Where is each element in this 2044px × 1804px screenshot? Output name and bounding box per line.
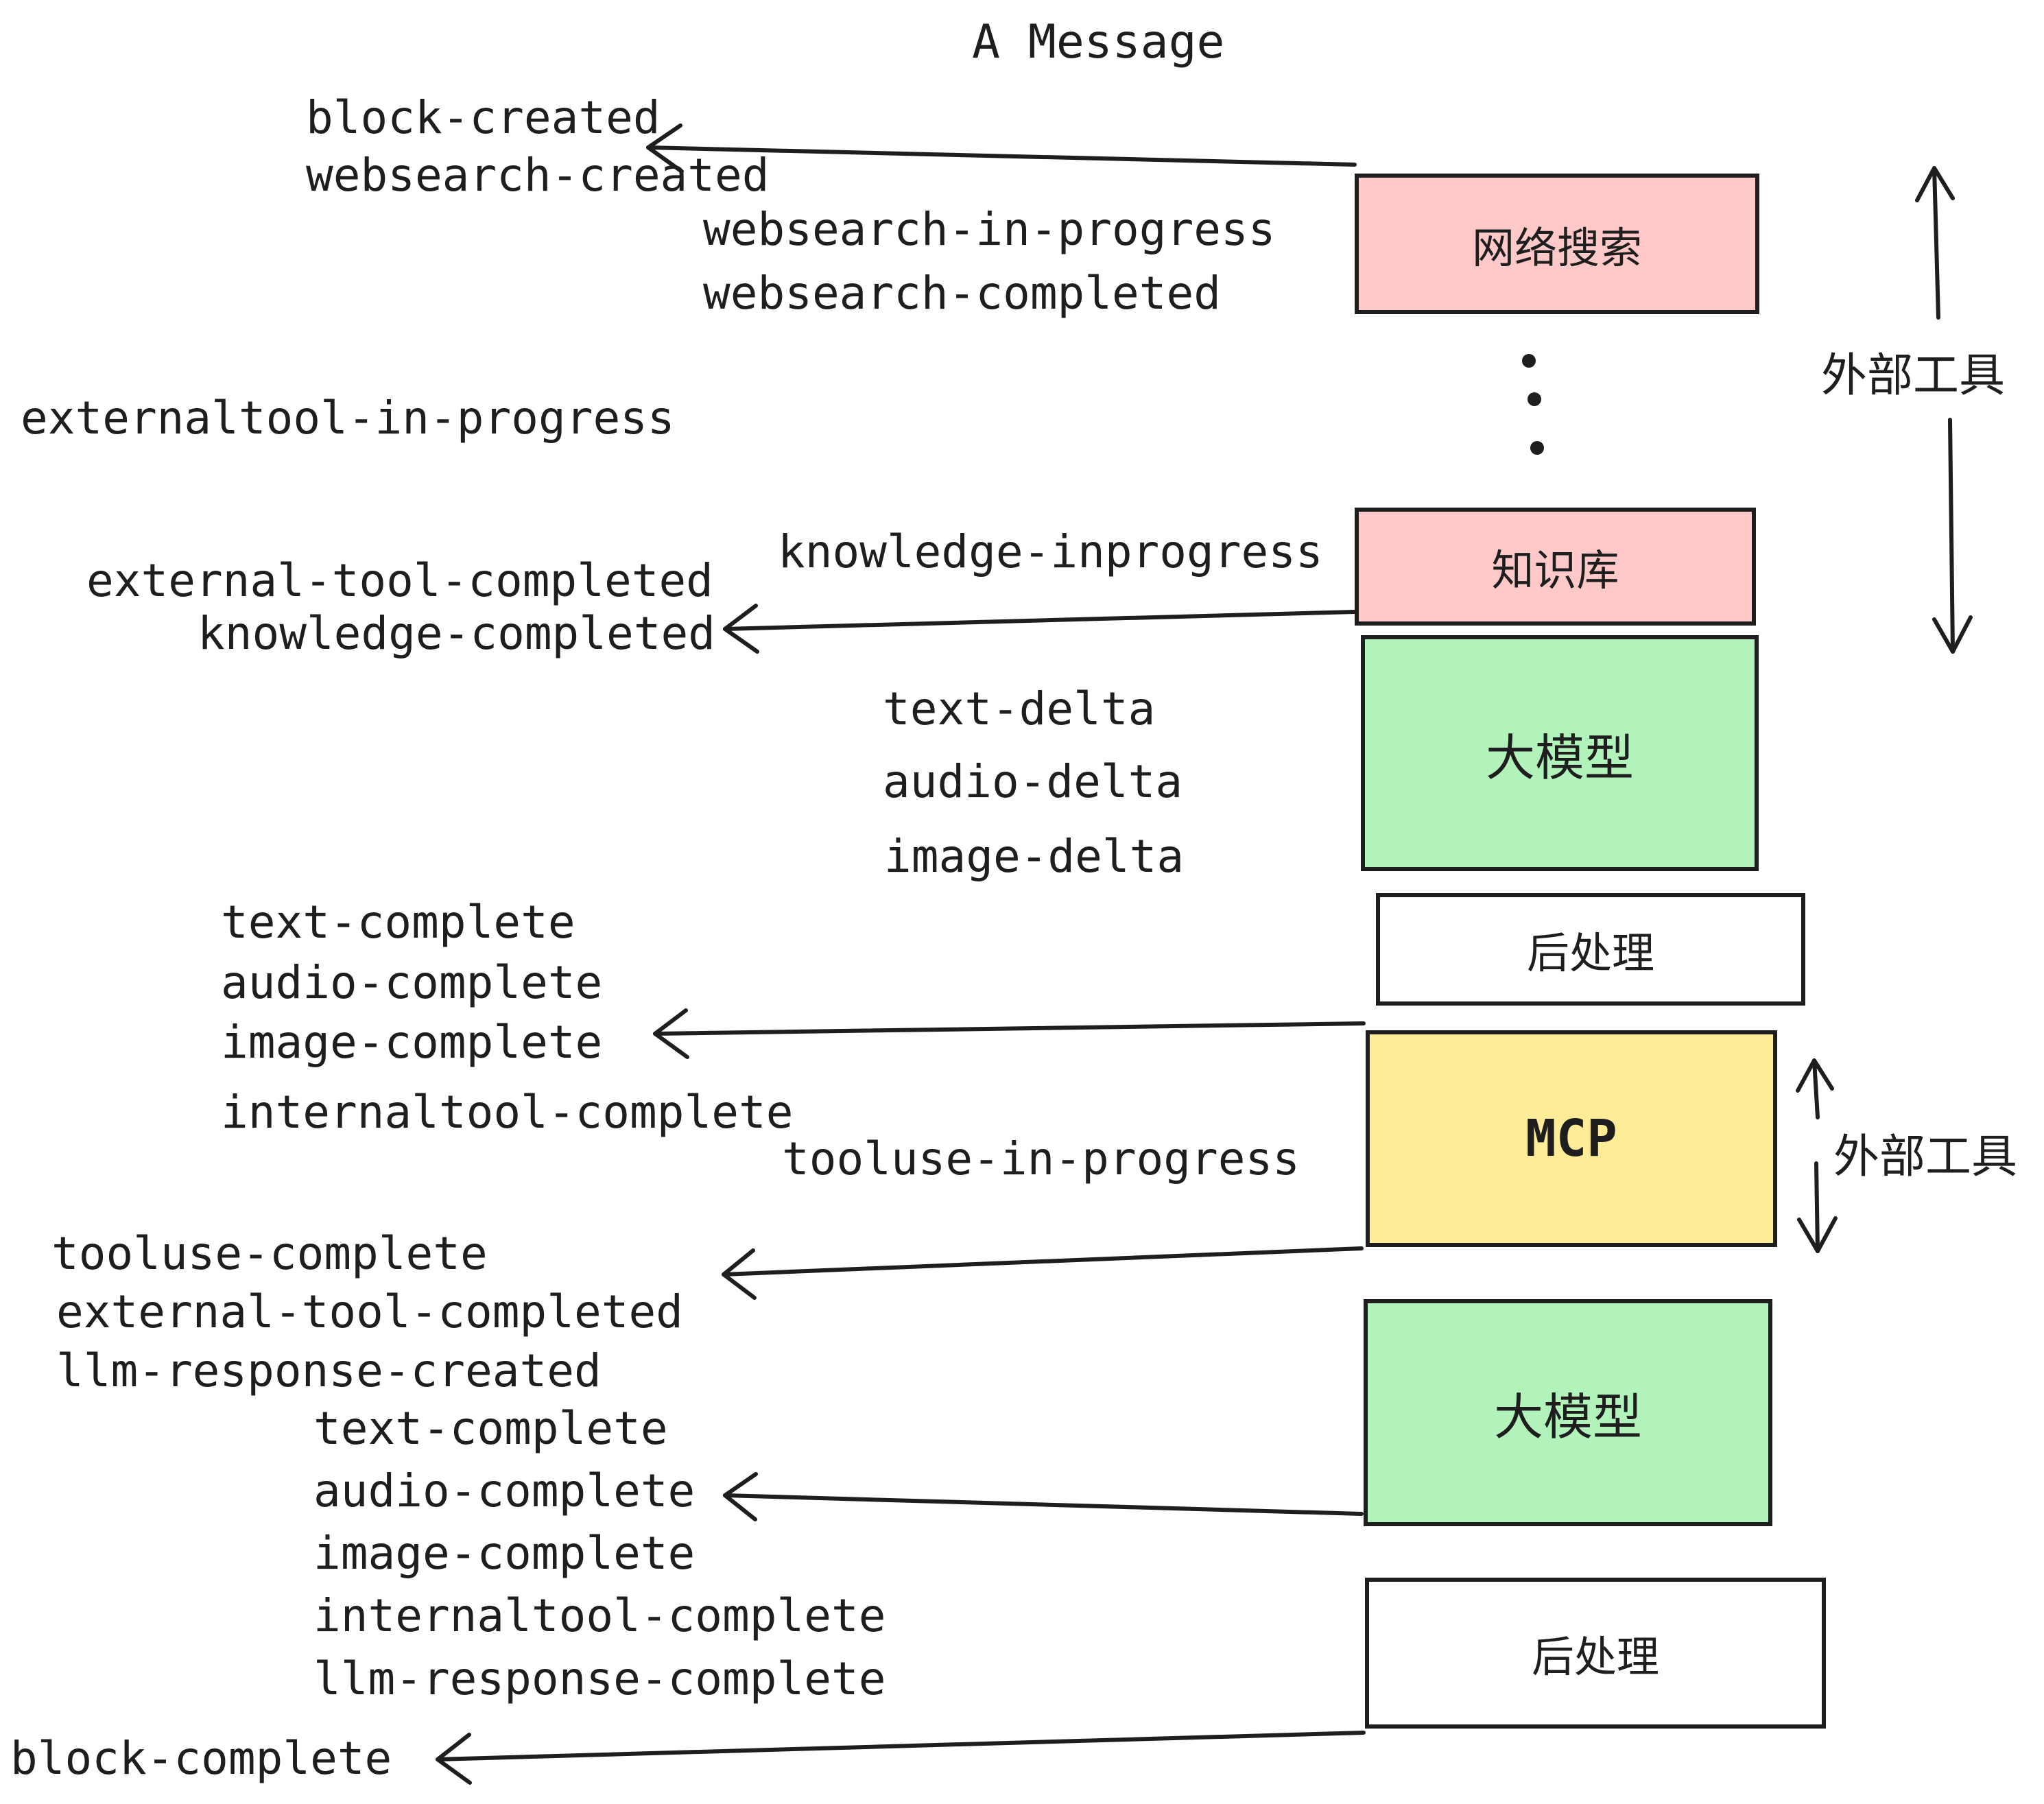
- arrow-block-complete: [436, 1731, 1366, 1785]
- arrow-knowledge-completed: [723, 604, 1357, 654]
- box-llm-1: 大模型: [1361, 635, 1759, 871]
- event-block-created: block-created: [306, 91, 661, 144]
- box-post-processing-1: 后处理: [1376, 893, 1805, 1006]
- external-tools-span-bottom: [1796, 1058, 1838, 1253]
- event-websearch-created: websearch-created: [306, 149, 770, 202]
- box-mcp: MCP: [1366, 1030, 1777, 1247]
- arrow-internal-complete-1: [653, 1008, 1366, 1059]
- event-audio-complete-2: audio-complete: [313, 1464, 696, 1517]
- event-text-complete: text-complete: [221, 896, 575, 949]
- event-llm-response-complete: llm-response-complete: [313, 1652, 886, 1705]
- event-knowledge-inprogress: knowledge-inprogress: [778, 525, 1323, 578]
- event-block-complete: block-complete: [10, 1732, 392, 1785]
- box-llm-1-label: 大模型: [1485, 731, 1634, 786]
- box-knowledge-base: 知识库: [1355, 508, 1756, 626]
- event-knowledge-completed: knowledge-completed: [198, 607, 715, 660]
- external-tools-label-bottom: 外部工具: [1833, 1131, 2017, 1183]
- event-internaltool-complete: internaltool-complete: [221, 1086, 794, 1139]
- event-image-delta: image-delta: [884, 830, 1185, 883]
- event-externaltool-in-progress: externaltool-in-progress: [21, 392, 675, 444]
- box-llm-2: 大模型: [1364, 1299, 1772, 1526]
- box-post-processing-2: 后处理: [1365, 1578, 1826, 1729]
- external-tools-span-top: [1915, 166, 1973, 654]
- box-post-processing-2-label: 后处理: [1531, 1634, 1659, 1681]
- box-web-search-label: 网络搜索: [1471, 224, 1642, 272]
- event-audio-complete: audio-complete: [221, 956, 603, 1009]
- arrow-tooluse-complete: [722, 1246, 1364, 1300]
- box-web-search: 网络搜索: [1355, 174, 1759, 314]
- event-external-tool-completed-2: external-tool-completed: [56, 1285, 683, 1338]
- arrow-internal-complete-2: [723, 1472, 1364, 1521]
- event-llm-response-created: llm-response-created: [56, 1344, 602, 1397]
- box-mcp-label: MCP: [1525, 1109, 1617, 1168]
- event-websearch-in-progress: websearch-in-progress: [703, 203, 1276, 256]
- external-tools-label-top: 外部工具: [1821, 350, 2005, 401]
- box-llm-2-label: 大模型: [1493, 1390, 1642, 1445]
- event-text-complete-2: text-complete: [313, 1402, 668, 1455]
- box-post-processing-1-label: 后处理: [1526, 930, 1654, 977]
- box-knowledge-base-label: 知识库: [1491, 547, 1619, 595]
- event-image-complete: image-complete: [221, 1016, 603, 1069]
- event-tooluse-in-progress: tooluse-in-progress: [782, 1132, 1300, 1185]
- ellipsis-dots-icon: [1522, 354, 1544, 455]
- event-tooluse-complete: tooluse-complete: [51, 1227, 488, 1280]
- event-external-tool-completed: external-tool-completed: [86, 554, 713, 607]
- event-audio-delta: audio-delta: [883, 755, 1183, 808]
- event-internaltool-complete-2: internaltool-complete: [313, 1589, 886, 1642]
- diagram-title: A Message: [972, 15, 1225, 69]
- event-text-delta: text-delta: [883, 683, 1156, 735]
- event-websearch-completed: websearch-completed: [703, 267, 1221, 320]
- arrow-websearch-created: [646, 123, 1357, 174]
- event-image-complete-2: image-complete: [313, 1527, 696, 1580]
